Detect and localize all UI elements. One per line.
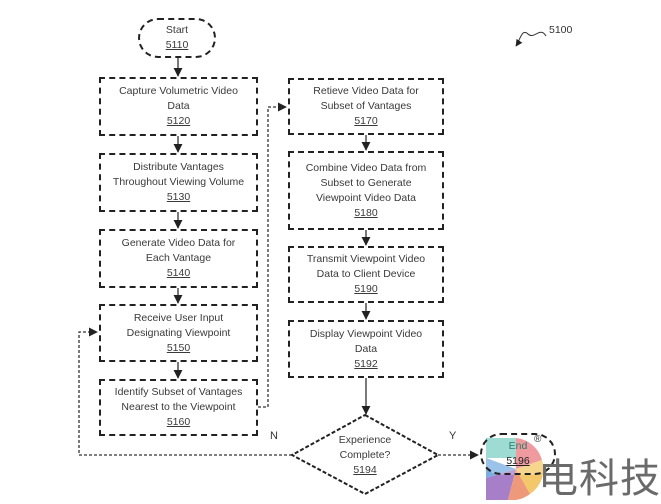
end-label: End xyxy=(508,440,528,452)
step-number: 5160 xyxy=(166,416,191,428)
decision-line: Experience xyxy=(338,433,392,446)
step-text: Designating Viewpoint xyxy=(126,326,231,339)
step-text: Capture Volumetric Video xyxy=(119,85,238,97)
step-text: Data to Client Device xyxy=(316,268,416,280)
step-transmit-viewpoint-video: Transmit Viewpoint Video Data to Client … xyxy=(288,246,444,303)
step-text: Display Viewpoint Video xyxy=(309,327,423,340)
figure-reference-number: 5100 xyxy=(549,24,573,36)
step-text: Retieve Video Data for xyxy=(313,85,419,97)
step-combine-video-data: Combine Video Data from Subset to Genera… xyxy=(288,151,444,230)
step-text: Viewpoint Video Data xyxy=(315,191,417,204)
figure-reference-leader xyxy=(515,31,547,47)
step-number: 5190 xyxy=(354,283,378,295)
step-generate-video-data: Generate Video Data for Each Vantage 514… xyxy=(99,229,258,288)
step-number: 5130 xyxy=(166,191,191,203)
step-capture-volumetric-video: Capture Volumetric Video Data 5120 xyxy=(99,77,258,136)
step-text: Data xyxy=(354,342,378,355)
step-text: Throughout Viewing Volume xyxy=(112,176,245,188)
step-text: Identify Subset of Vantages xyxy=(114,386,243,398)
step-display-viewpoint-video: Display Viewpoint Video Data 5192 xyxy=(288,320,444,378)
step-text: Subset to Generate xyxy=(320,176,412,189)
step-number: 5180 xyxy=(354,206,378,219)
watermark-text: 电科技 xyxy=(538,456,661,502)
step-receive-user-input: Receive User Input Designating Viewpoint… xyxy=(99,304,258,362)
decision-text: Experience Complete? 5194 xyxy=(312,426,418,484)
registered-mark: ® xyxy=(534,434,542,445)
step-text: Data xyxy=(167,100,190,112)
decision-line: Complete? xyxy=(339,448,391,461)
step-text: Distribute Vantages xyxy=(133,161,224,173)
yes-branch-label: Y xyxy=(449,430,457,442)
step-number: 5150 xyxy=(166,341,191,354)
step-text: Receive User Input xyxy=(133,311,224,324)
start-label: Start xyxy=(165,24,189,36)
step-text: Combine Video Data from xyxy=(305,161,427,174)
step-number: 5170 xyxy=(354,115,378,127)
start-terminal: Start 5110 xyxy=(138,18,216,58)
step-distribute-vantages: Distribute Vantages Throughout Viewing V… xyxy=(99,153,258,212)
step-retrieve-video-data: Retieve Video Data for Subset of Vantage… xyxy=(288,78,444,135)
decision-diamond xyxy=(289,413,441,496)
step-identify-subset: Identify Subset of Vantages Nearest to t… xyxy=(99,379,258,436)
arrow-decision-no-loop xyxy=(78,327,292,456)
step-number: 5140 xyxy=(166,267,191,279)
arrow-5160-to-5170 xyxy=(258,102,287,408)
decision-number: 5194 xyxy=(353,463,377,476)
end-terminal: End 5196 xyxy=(480,433,556,475)
step-number: 5192 xyxy=(354,357,378,370)
step-number: 5110 xyxy=(165,39,189,51)
no-branch-label: N xyxy=(270,430,278,442)
step-number: 5196 xyxy=(506,455,530,467)
step-text: Each Vantage xyxy=(145,252,212,264)
step-text: Subset of Vantages xyxy=(320,100,412,112)
step-text: Nearest to the Viewpoint xyxy=(121,401,236,413)
step-text: Transmit Viewpoint Video xyxy=(306,253,426,265)
step-number: 5120 xyxy=(166,115,191,127)
step-text: Generate Video Data for xyxy=(121,237,236,249)
